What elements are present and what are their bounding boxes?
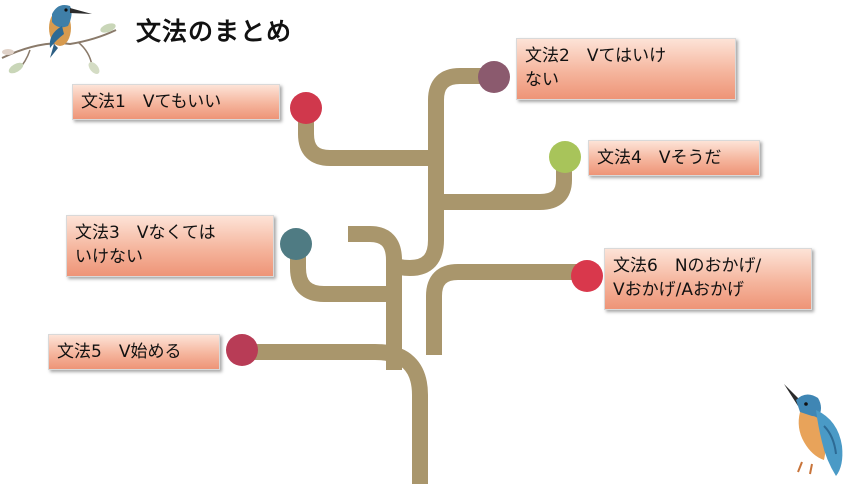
branch-g3 [290, 244, 394, 302]
node-g6 [571, 260, 603, 292]
page-title: 文法のまとめ [136, 17, 293, 46]
grammar-label-4: 文法4 Vそうだ [588, 140, 760, 176]
grammar-label-3: 文法3 Vなくては いけない [66, 215, 274, 277]
node-g4 [549, 141, 581, 173]
kingfisher-icon [784, 384, 843, 476]
kingfisher-on-branch-icon [1, 5, 117, 74]
grammar-label-2: 文法2 Vてはいけ ない [516, 38, 736, 100]
branch-left-mid [348, 226, 402, 370]
branch-g1 [298, 108, 436, 166]
tree-trunk [240, 344, 428, 484]
branch-main-up [386, 68, 492, 277]
branch-g6 [426, 264, 588, 355]
node-g5 [226, 334, 258, 366]
node-g3 [280, 228, 312, 260]
grammar-label-1: 文法1 Vてもいい [72, 84, 280, 120]
node-g1 [290, 92, 322, 124]
grammar-label-6: 文法6 Nのおかげ/ Vおかげ/Aおかげ [604, 248, 812, 310]
grammar-label-5: 文法5 V始める [48, 334, 220, 370]
branch-g4 [436, 156, 572, 210]
node-g2 [478, 61, 510, 93]
